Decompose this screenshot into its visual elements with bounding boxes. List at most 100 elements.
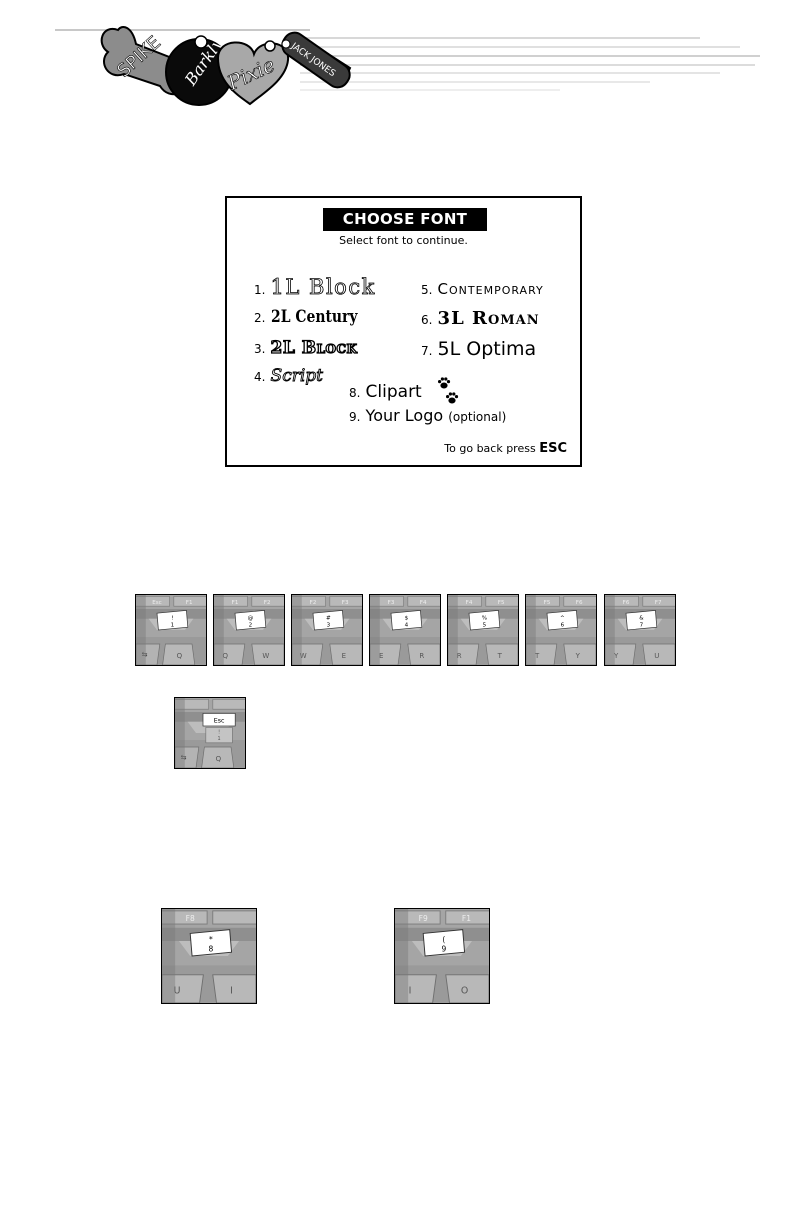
option-sample: 2L Block [270, 337, 358, 358]
row-key-label: W [262, 652, 269, 660]
function-key-label: F8 [186, 914, 195, 923]
key-symbol: ( [442, 935, 445, 944]
font-option-2[interactable]: 2. 2L Century [254, 307, 376, 327]
option-sample: Your Logo [365, 406, 444, 425]
row-key-label: E [379, 652, 383, 660]
key-symbol: @ [248, 616, 254, 622]
font-option-5[interactable]: 5. Contemporary [421, 279, 544, 298]
function-key-label: F7 [655, 600, 662, 606]
option-sample: 3L Roman [437, 308, 540, 329]
esc-key-label: Esc [214, 718, 225, 725]
key-digit: 3 [327, 623, 331, 629]
font-option-6[interactable]: 6. 3L Roman [421, 308, 540, 329]
key-digit: 7 [640, 623, 644, 629]
function-key-label: F6 [576, 600, 583, 606]
option-number: 1. [254, 283, 266, 297]
keyboard-illustration: F5 F6T Y ^6 [526, 595, 596, 665]
key-symbol: ! [171, 616, 173, 622]
key-digit: 6 [561, 623, 565, 629]
font-option-7[interactable]: 7. 5L Optima [421, 338, 536, 360]
font-option-1[interactable]: 1. 1L Block [254, 275, 376, 300]
option-sample: Script [270, 366, 323, 387]
screen-subtitle: Select font to continue. [339, 234, 468, 247]
option-note: (optional) [448, 410, 507, 424]
key-symbol: ! [218, 730, 220, 736]
option-number: 6. [421, 313, 433, 327]
function-key-label: F2 [310, 600, 317, 606]
keyboard-illustration: F2 F3W E #3 [292, 595, 362, 665]
key-digit: 5 [483, 623, 487, 629]
row-key-label: W [300, 652, 307, 660]
key-symbol: * [209, 935, 213, 944]
row-key-label: O [461, 986, 468, 997]
function-key-label: F2 [264, 600, 271, 606]
row-key-label: T [534, 652, 540, 660]
font-option-4[interactable]: 4. Script [254, 366, 323, 387]
key-symbol: # [326, 616, 331, 622]
font-option-3[interactable]: 3. 2L Block [254, 337, 358, 358]
key-digit: 2 [249, 623, 253, 629]
key-digit: 9 [441, 944, 446, 953]
font-option-9[interactable]: 9. Your Logo (optional) [349, 406, 506, 425]
speed-lines [55, 29, 760, 91]
option-number: 3. [254, 342, 266, 356]
row-key-label: U [174, 986, 181, 997]
row-key-label: T [497, 652, 503, 660]
key-symbol: & [639, 616, 644, 622]
function-key-label: F5 [498, 600, 505, 606]
tab-arrow-icon: ⇆ [142, 651, 148, 659]
back-hint-text: To go back press [444, 442, 536, 455]
paw-icon [438, 377, 451, 389]
option-number: 7. [421, 344, 433, 358]
key-symbol: ^ [560, 616, 565, 622]
function-key-label: Esc [152, 600, 162, 606]
option-number: 8. [349, 386, 361, 400]
function-key-label: F6 [623, 600, 630, 606]
key-digit: 4 [405, 623, 409, 629]
key-symbol: $ [405, 616, 409, 622]
function-key-label: F4 [420, 600, 427, 606]
option-sample: Clipart [365, 382, 422, 402]
row-key-label: Q [216, 755, 222, 763]
option-number: 9. [349, 410, 361, 424]
function-key-label: F9 [419, 914, 428, 923]
function-key-label: F4 [466, 600, 473, 606]
option-sample: 1L Block [270, 275, 376, 300]
function-key-label: F1 [186, 600, 193, 606]
function-key-label: F1 [232, 600, 239, 606]
pet-tags-header: SPIKE Barkly Pixie JACK JONES [55, 26, 760, 106]
row-key-label: Y [575, 652, 581, 660]
row-key-label: Q [177, 652, 183, 660]
back-key: ESC [539, 441, 567, 456]
option-number: 5. [421, 283, 433, 297]
option-number: 4. [254, 370, 266, 384]
function-key-label: F3 [342, 600, 349, 606]
key-digit: 1 [218, 736, 221, 742]
function-key-label: F5 [544, 600, 551, 606]
heart-tag: Pixie [216, 40, 290, 106]
function-key-label: F3 [388, 600, 395, 606]
function-key-label: F1 [462, 914, 471, 923]
row-key-label: I [230, 986, 233, 997]
row-key-label: E [342, 652, 346, 660]
row-key-label: Y [613, 652, 619, 660]
screen-title: CHOOSE FONT [323, 208, 487, 231]
font-option-8[interactable]: 8. Clipart [349, 382, 422, 402]
choose-font-screen: CHOOSE FONT Select font to continue. 1. … [225, 196, 582, 467]
